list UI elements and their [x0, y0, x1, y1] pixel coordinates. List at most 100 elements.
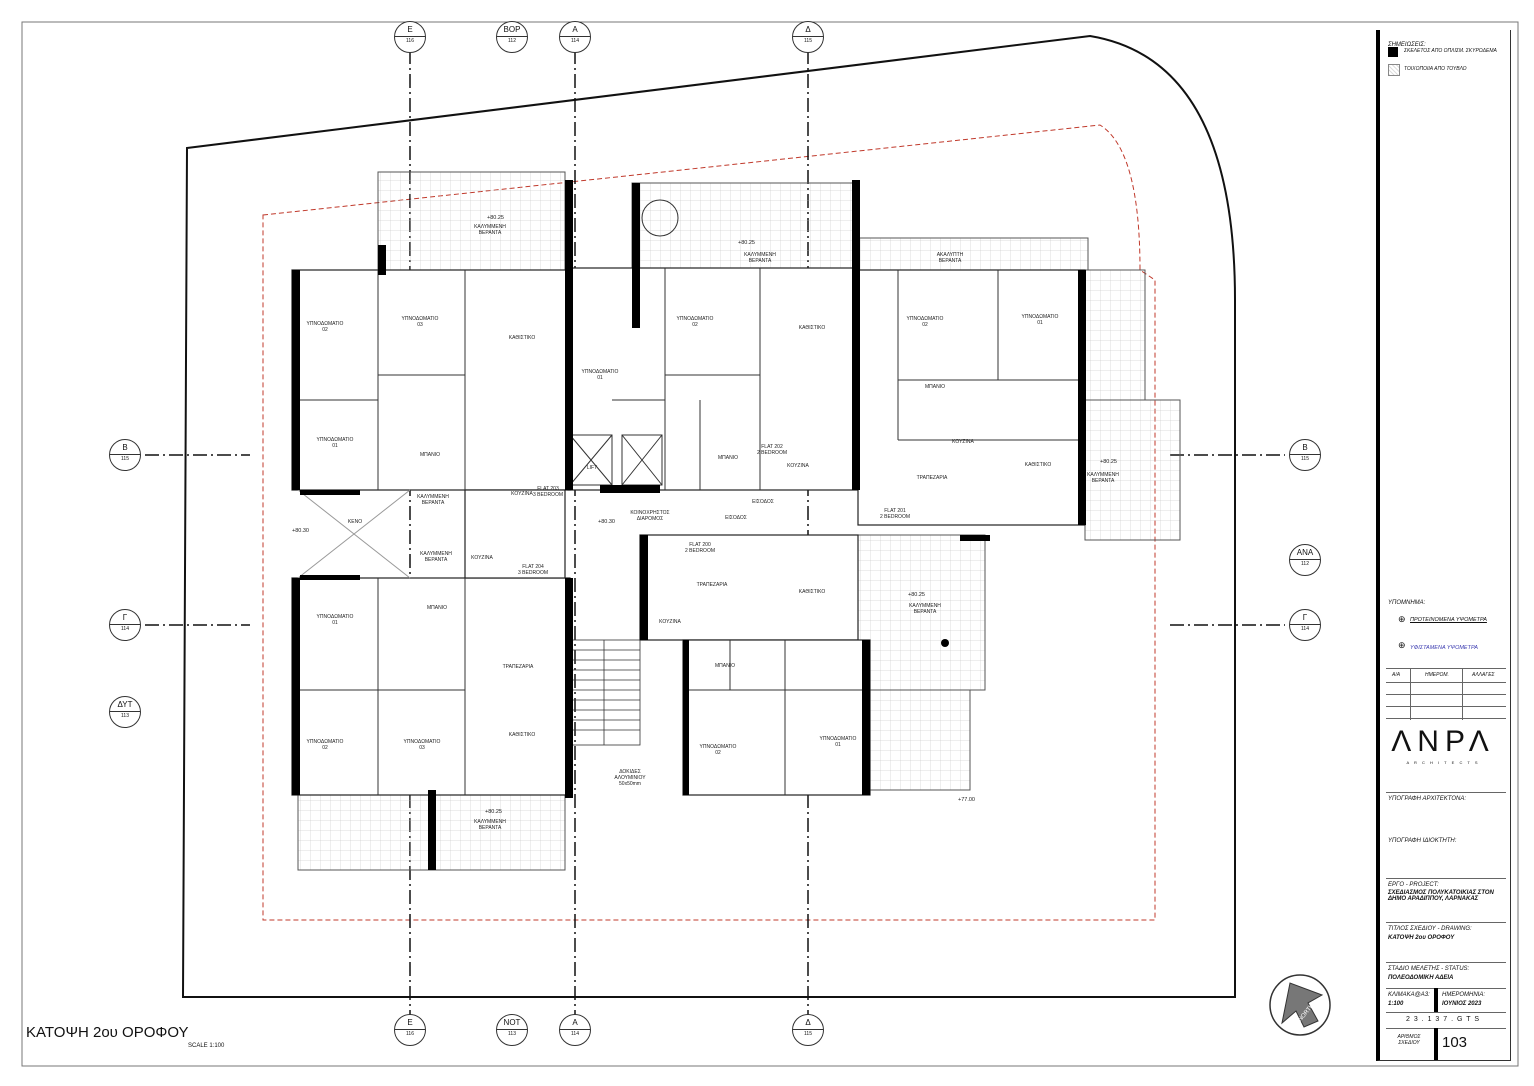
marker-sheet: 112: [1301, 561, 1309, 567]
drawing-value: ΚΑΤΟΨΗ 2ου ΟΡΟΦΟΥ: [1388, 935, 1455, 941]
room-label: ΚΟΥΖΙΝΑ: [787, 463, 809, 469]
marker-sheet: 115: [804, 38, 812, 44]
brick-swatch: [1388, 64, 1400, 76]
verandas: [297, 171, 1181, 871]
room-label: ΚΑΘΙΣΤΙΚΟ: [798, 325, 826, 331]
room-label: ΚΑΛΥΜΜΕΝΗ ΒΕΡΑΝΤΑ: [744, 252, 776, 264]
marker-letter: ΒΟΡ: [497, 22, 527, 37]
room-label: ΚΑΛΥΜΜΕΝΗ ΒΕΡΑΝΤΑ: [474, 819, 506, 831]
rev-col-changes: ΑΛΛΑΓΕΣ: [1472, 672, 1495, 678]
room-label: ΥΠΝΟΔΩΜΑΤΙΟ 01: [316, 614, 354, 626]
structural-columns: [292, 180, 1086, 870]
room-label: ΜΠΑΝΙΟ: [420, 452, 440, 458]
room-label: ΥΠΝΟΔΩΜΑΤΙΟ 03: [403, 739, 441, 751]
marker-letter: Β: [110, 440, 140, 455]
marker-letter: Β: [1290, 440, 1320, 455]
room-label: FLAT 203 3 BEDROOM: [532, 486, 564, 498]
site-boundary: [181, 34, 1236, 998]
drawing-label: ΤΙΤΛΟΣ ΣΧΕΔΙΟΥ - DRAWING:: [1388, 926, 1472, 932]
room-label: LIFT: [586, 465, 598, 471]
room-label: ΥΠΝΟΔΩΜΑΤΙΟ 01: [581, 369, 619, 381]
scale-label: ΚΛΙΜΑΚΑ@Α3:: [1388, 992, 1430, 998]
level-mark: +80.25: [908, 592, 925, 598]
existing-levels: ΥΦΙΣΤΑΜΕΝΑ ΥΨΟΜΕΤΡΑ: [1410, 645, 1478, 651]
room-label: ΚΟΥΖΙΝΑ: [471, 555, 493, 561]
sheet-number-label: ΑΡΙΘΜΟΣ ΣΧΕΔΙΟΥ: [1397, 1034, 1421, 1046]
room-label: ΑΚΑΛΥΠΤΗ ΒΕΡΑΝΤΑ: [936, 252, 964, 264]
room-label: ΚΑΘΙΣΤΙΚΟ: [508, 732, 536, 738]
room-label: ΜΠΑΝΙΟ: [718, 455, 738, 461]
architect-signature-label: ΥΠΟΓΡΑΦΗ ΑΡΧΙΤΕΚΤΟΝΑ:: [1388, 796, 1467, 802]
marker-letter: ΑΝΑ: [1290, 545, 1320, 560]
status-label: ΣΤΑΔΙΟ ΜΕΛΕΤΗΣ - STATUS:: [1388, 966, 1470, 972]
room-label: ΚΟΥΖΙΝΑ: [511, 491, 533, 497]
flat-outlines: [291, 267, 1086, 796]
company-logo: ΛΝΡΛ: [1391, 725, 1495, 758]
level-mark: +80.30: [292, 528, 309, 534]
sheet-border: [21, 21, 1519, 1067]
stair: [567, 639, 641, 746]
marker-sheet: 114: [571, 1031, 579, 1037]
rev-col-no: Α/Α: [1392, 672, 1401, 678]
room-label: ΕΙΣΟΔΟΣ: [752, 499, 774, 505]
rev-col-date: ΗΜΕΡΟΜ.: [1425, 672, 1449, 678]
marker-sheet: 113: [508, 1031, 516, 1037]
marker-sheet: 113: [121, 713, 129, 719]
marker-letter: Α: [560, 22, 590, 37]
marker-letter: Γ: [110, 610, 140, 625]
room-label: ΚΟΙΝΟΧΡΗΣΤΟΣ ΔΙΑΡΟΜΟΣ: [630, 510, 670, 522]
room-label: FLAT 200 2 BEDROOM: [684, 542, 716, 554]
level-mark: +80.25: [487, 215, 504, 221]
marker-sheet: 114: [571, 38, 579, 44]
level-mark: +80.25: [738, 240, 755, 246]
key-heading: ΥΠΟΜΝΗΜΑ:: [1388, 600, 1426, 606]
room-label: ΚΑΛΥΜΜΕΝΗ ΒΕΡΑΝΤΑ: [420, 551, 452, 563]
room-label: ΚΑΛΥΜΜΕΝΗ ΒΕΡΑΝΤΑ: [1087, 472, 1119, 484]
north-arrow-icon: [1269, 974, 1331, 1036]
marker-sheet: 114: [121, 626, 129, 632]
marker-sheet: 116: [406, 1031, 414, 1037]
room-label: ΕΙΣΟΔΟΣ: [725, 515, 747, 521]
room-label: ΚΟΥΖΙΝΑ: [659, 619, 681, 625]
marker-letter: Α: [560, 1015, 590, 1030]
room-label: ΤΡΑΠΕΖΑΡΙΑ: [696, 582, 728, 588]
proposed-levels: ΠΡΟΤΕΙΝΟΜΕΝΑ ΥΨΟΜΕΤΡΑ: [1410, 617, 1487, 623]
marker-sheet: 115: [804, 1031, 812, 1037]
room-label: FLAT 201 2 BEDROOM: [879, 508, 911, 520]
room-label: ΚΕΝΟ: [347, 519, 363, 525]
room-label: ΜΠΑΝΙΟ: [925, 384, 945, 390]
room-label: ΥΠΝΟΔΩΜΑΤΙΟ 02: [306, 739, 344, 751]
level-mark: +80.25: [485, 809, 502, 815]
date-label: ΗΜΕΡΟΜΗΝΙΑ:: [1442, 992, 1486, 998]
room-label: ΜΠΑΝΙΟ: [427, 605, 447, 611]
status-value: ΠΟΛΕΟΔΟΜΙΚΗ ΑΔΕΙΑ: [1388, 975, 1454, 981]
room-label: ΤΡΑΠΕΖΑΡΙΑ: [916, 475, 948, 481]
drawing-scale: SCALE 1:100: [188, 1043, 225, 1049]
marker-sheet: 112: [508, 38, 516, 44]
marker-letter: Ε: [395, 1015, 425, 1030]
room-label: ΚΑΘΙΣΤΙΚΟ: [1024, 462, 1052, 468]
marker-letter: Δ: [793, 1015, 823, 1030]
room-label: ΤΡΑΠΕΖΑΡΙΑ: [502, 664, 534, 670]
notes-heading: ΣΗΜΕΙΩΣΕΙΣ:: [1388, 42, 1426, 48]
room-label: FLAT 202 2 BEDROOM: [756, 444, 788, 456]
job-number: 2 3 . 1 3 7 . G T S: [1406, 1016, 1480, 1023]
marker-sheet: 114: [1301, 626, 1309, 632]
project-value: ΣΧΕΔΙΑΣΜΟΣ ΠΟΛΥΚΑΤΟΙΚΙΑΣ ΣΤΟΝ ΔΗΜΟ ΑΡΑΔΙ…: [1388, 890, 1494, 902]
room-label: ΚΑΛΥΜΜΕΝΗ ΒΕΡΑΝΤΑ: [909, 603, 941, 615]
room-label: ΥΠΝΟΔΩΜΑΤΙΟ 01: [316, 437, 354, 449]
room-label: ΚΑΘΙΣΤΙΚΟ: [798, 589, 826, 595]
company-logo-sub: A R C H I T E C T S: [1406, 760, 1480, 765]
room-label: FLAT 204 3 BEDROOM: [517, 564, 549, 576]
room-label: ΚΑΛΥΜΜΕΝΗ ΒΕΡΑΝΤΑ: [474, 224, 506, 236]
marker-sheet: 116: [406, 38, 414, 44]
